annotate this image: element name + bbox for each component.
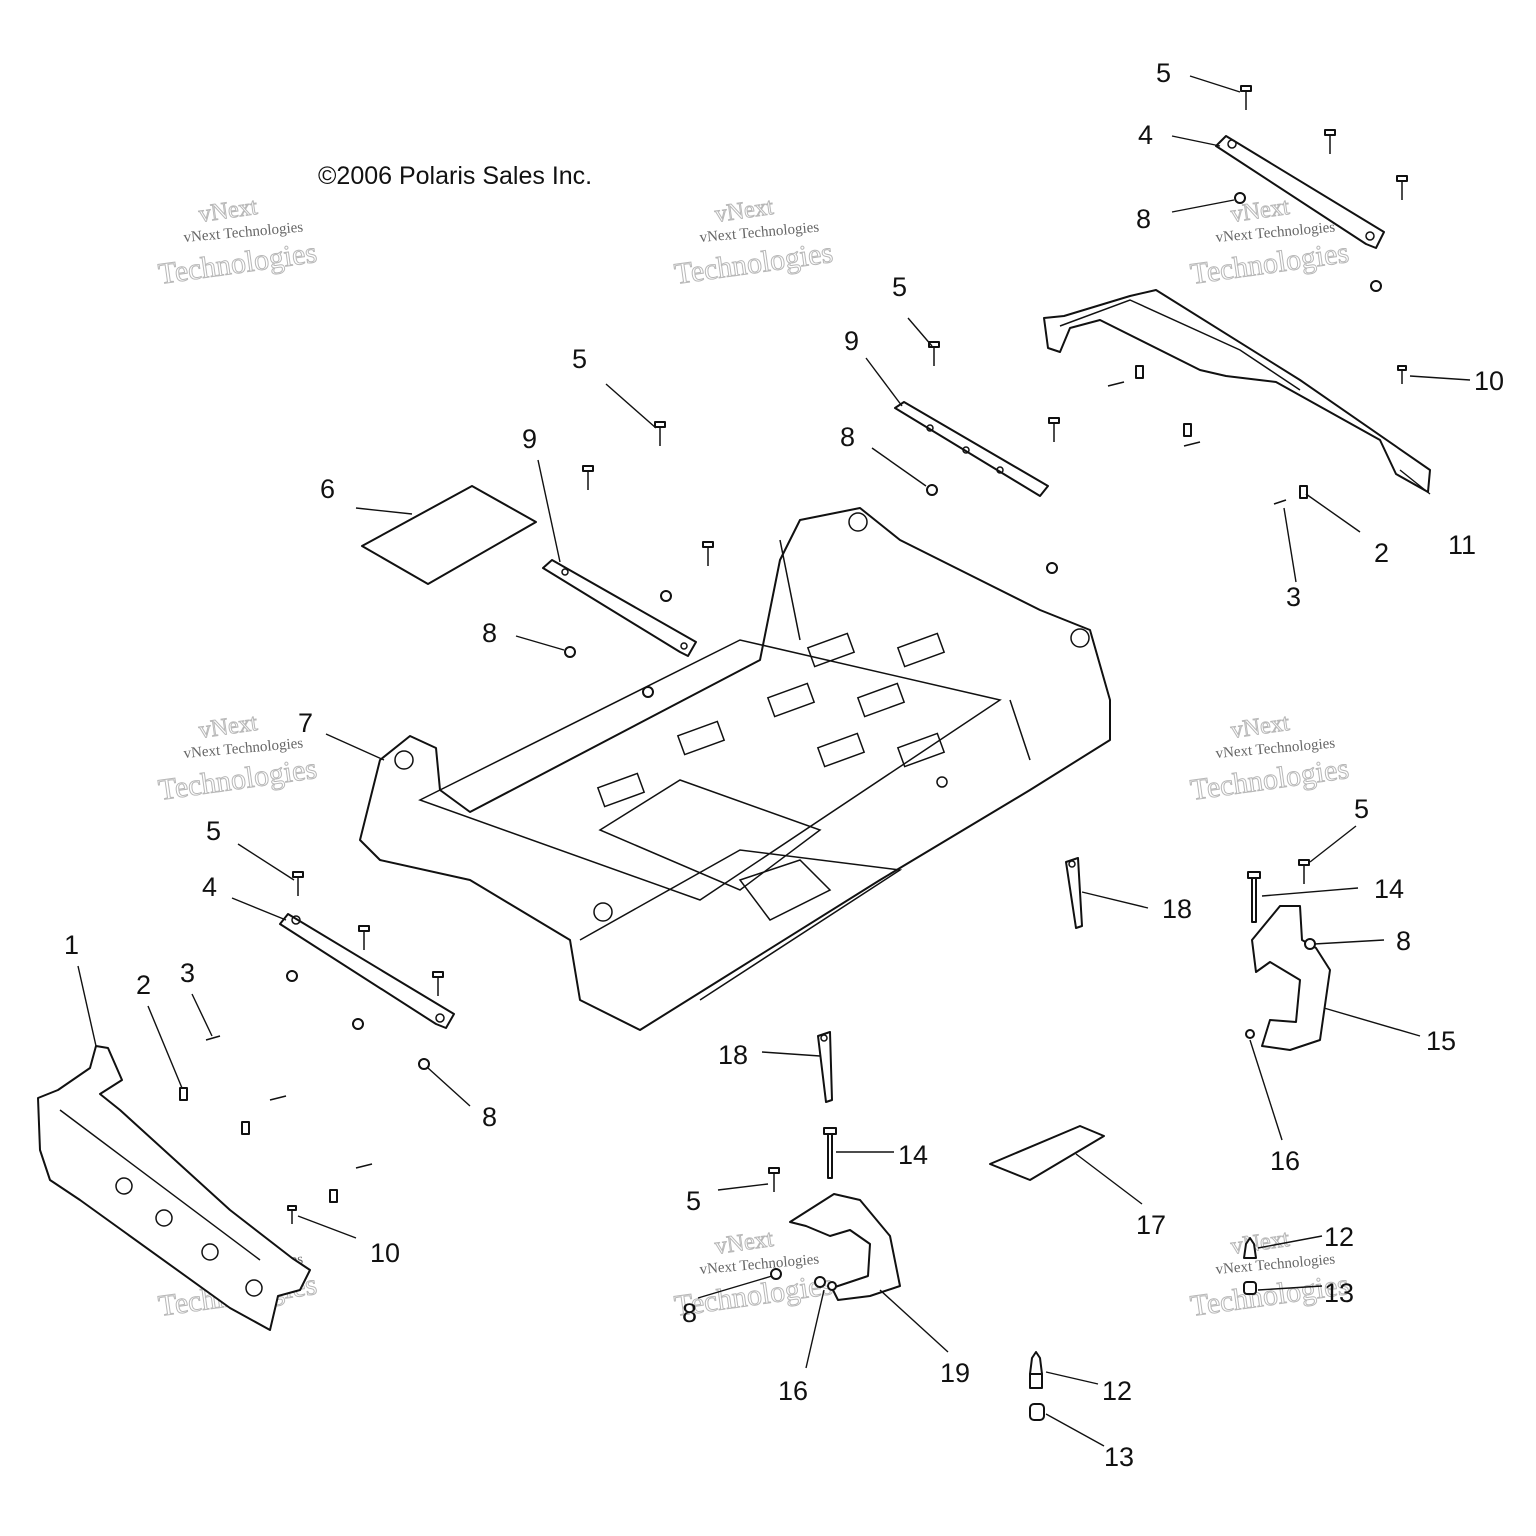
- bracket-18-upper: [1065, 857, 1083, 929]
- callout-1: 1: [64, 930, 79, 960]
- nuts: [286, 192, 1382, 1288]
- callout-6: 6: [320, 474, 335, 504]
- callout-16: 16: [1270, 1146, 1300, 1176]
- callout-8: 8: [682, 1298, 697, 1328]
- watermark-mid-right: vNext vNext Technologies Technologies: [1188, 709, 1352, 807]
- callout-10: 10: [1474, 366, 1504, 396]
- callout-4: 4: [202, 872, 217, 902]
- watermark-mid-left: vNext vNext Technologies Technologies: [156, 709, 320, 807]
- long-bolts: [823, 871, 1261, 1179]
- callout-10: 10: [370, 1238, 400, 1268]
- grommets: [1029, 1281, 1257, 1421]
- callout-17: 17: [1136, 1210, 1166, 1240]
- callout-5: 5: [1354, 794, 1369, 824]
- callout-7: 7: [298, 708, 313, 738]
- callout-16: 16: [778, 1376, 808, 1406]
- callout-18: 18: [1162, 894, 1192, 924]
- side-rail-right: [1043, 289, 1431, 493]
- bracket-left: [542, 559, 697, 657]
- callout-8: 8: [482, 618, 497, 648]
- callout-5: 5: [572, 344, 587, 374]
- callout-5: 5: [686, 1186, 701, 1216]
- svg-text:vNext: vNext: [713, 1226, 775, 1260]
- callout-9: 9: [522, 424, 537, 454]
- callout-13: 13: [1104, 1442, 1134, 1472]
- bracket-right: [894, 401, 1049, 497]
- callouts: 5 4 8 5 9 8 5 9 6 8 7 5 4 8 10 11 2 3 1 …: [64, 58, 1504, 1472]
- grab-handle-lower: [789, 1193, 901, 1301]
- rail-top: [1215, 135, 1385, 249]
- svg-text:Technologies: Technologies: [156, 752, 319, 807]
- svg-text:Technologies: Technologies: [1188, 236, 1351, 291]
- screw-fasteners: [287, 85, 1408, 1224]
- callout-2: 2: [136, 970, 151, 1000]
- callout-5: 5: [206, 816, 221, 846]
- callout-13: 13: [1324, 1278, 1354, 1308]
- watermark-top-center: vNext vNext Technologies Technologies: [672, 193, 836, 291]
- svg-text:vNext: vNext: [1229, 710, 1291, 744]
- bracket-18-lower: [817, 1031, 833, 1103]
- push-rivets: [1029, 1237, 1257, 1389]
- callout-18: 18: [718, 1040, 748, 1070]
- callout-3: 3: [180, 958, 195, 988]
- svg-text:Technologies: Technologies: [672, 236, 835, 291]
- watermark-top-left: vNext vNext Technologies Technologies: [156, 193, 320, 291]
- svg-text:vNext: vNext: [713, 194, 775, 228]
- callout-5: 5: [1156, 58, 1171, 88]
- callout-8: 8: [1396, 926, 1411, 956]
- callout-3: 3: [1286, 582, 1301, 612]
- callout-2: 2: [1374, 538, 1389, 568]
- svg-text:Technologies: Technologies: [1188, 752, 1351, 807]
- cargo-box: [359, 507, 1111, 1031]
- leader-lines: [77, 75, 1471, 1447]
- callout-8: 8: [1136, 204, 1151, 234]
- callout-14: 14: [898, 1140, 928, 1170]
- callout-8: 8: [482, 1102, 497, 1132]
- callout-19: 19: [940, 1358, 970, 1388]
- callout-9: 9: [844, 326, 859, 356]
- copyright-notice: ©2006 Polaris Sales Inc.: [318, 162, 593, 190]
- callout-8: 8: [840, 422, 855, 452]
- svg-text:vNext: vNext: [197, 710, 259, 744]
- clips-and-bolts: [179, 365, 1308, 1291]
- callout-12: 12: [1102, 1376, 1132, 1406]
- callout-14: 14: [1374, 874, 1404, 904]
- rail-lower: [279, 913, 455, 1029]
- callout-5: 5: [892, 272, 907, 302]
- callout-11: 11: [1448, 530, 1476, 560]
- grab-handle-right: [1251, 905, 1331, 1051]
- callout-15: 15: [1426, 1026, 1456, 1056]
- svg-text:Technologies: Technologies: [156, 236, 319, 291]
- svg-text:vNext: vNext: [197, 194, 259, 228]
- callout-4: 4: [1138, 120, 1153, 150]
- pad: [989, 1125, 1105, 1181]
- callout-12: 12: [1324, 1222, 1354, 1252]
- decal-sheet: [361, 485, 537, 585]
